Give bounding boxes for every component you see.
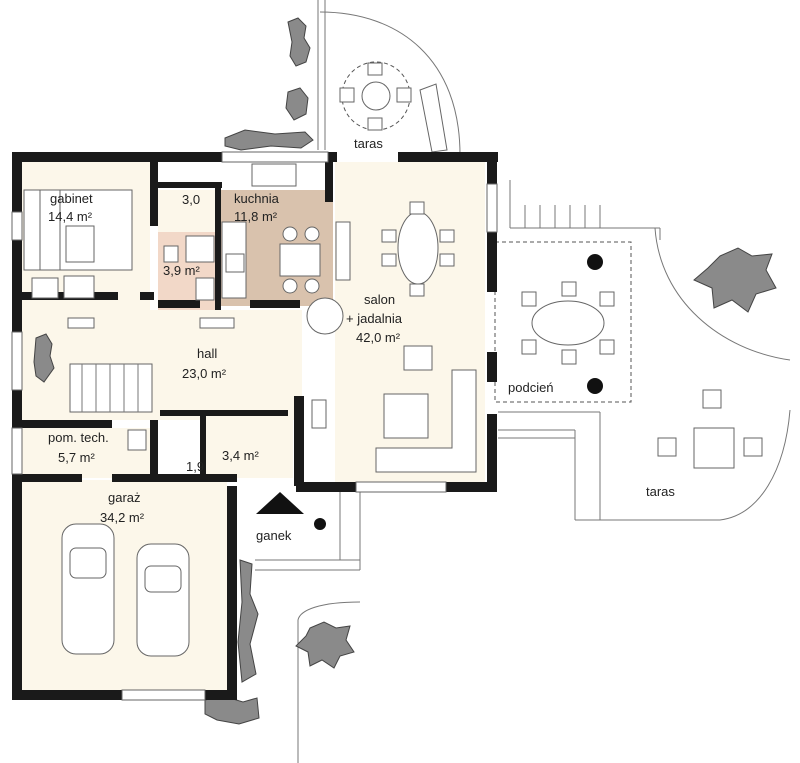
label-garaz-area: 34,2 m² — [100, 510, 145, 525]
label-bathroom-area: 3,9 m² — [163, 263, 201, 278]
label-salon-area: 42,0 m² — [356, 330, 401, 345]
podcien-area — [494, 180, 640, 403]
labels: taras gabinet 14,4 m² 3,0 kuchnia 11,8 m… — [48, 136, 675, 543]
entrance-marker — [256, 492, 326, 530]
label-small-area: 3,4 m² — [222, 448, 260, 463]
label-salon-name1: salon — [364, 292, 395, 307]
top-terrace — [317, 0, 461, 156]
label-taras-top: taras — [354, 136, 383, 151]
label-wc-area: 1,9 — [186, 459, 204, 474]
label-hall-name: hall — [197, 346, 217, 361]
entrance-paths — [204, 490, 361, 763]
label-gabinet-area: 14,4 m² — [48, 209, 93, 224]
right-terrace — [498, 227, 791, 521]
label-kuchnia-area: 11,8 m² — [234, 209, 278, 224]
label-gabinet-name: gabinet — [50, 191, 93, 206]
label-hall-area: 23,0 m² — [182, 366, 227, 381]
plants-top — [224, 17, 314, 151]
label-salon-name2: + jadalnia — [346, 311, 403, 326]
label-storage-area: 3,0 — [182, 192, 200, 207]
label-ganek: ganek — [256, 528, 292, 543]
furniture — [23, 163, 477, 657]
windows — [11, 151, 498, 701]
label-pomtech-area: 5,7 m² — [58, 450, 96, 465]
label-garaz-name: garaż — [108, 490, 141, 505]
label-taras-right: taras — [646, 484, 675, 499]
label-pomtech-name: pom. tech. — [48, 430, 109, 445]
label-kuchnia-name: kuchnia — [234, 191, 280, 206]
label-podcien: podcień — [508, 380, 554, 395]
